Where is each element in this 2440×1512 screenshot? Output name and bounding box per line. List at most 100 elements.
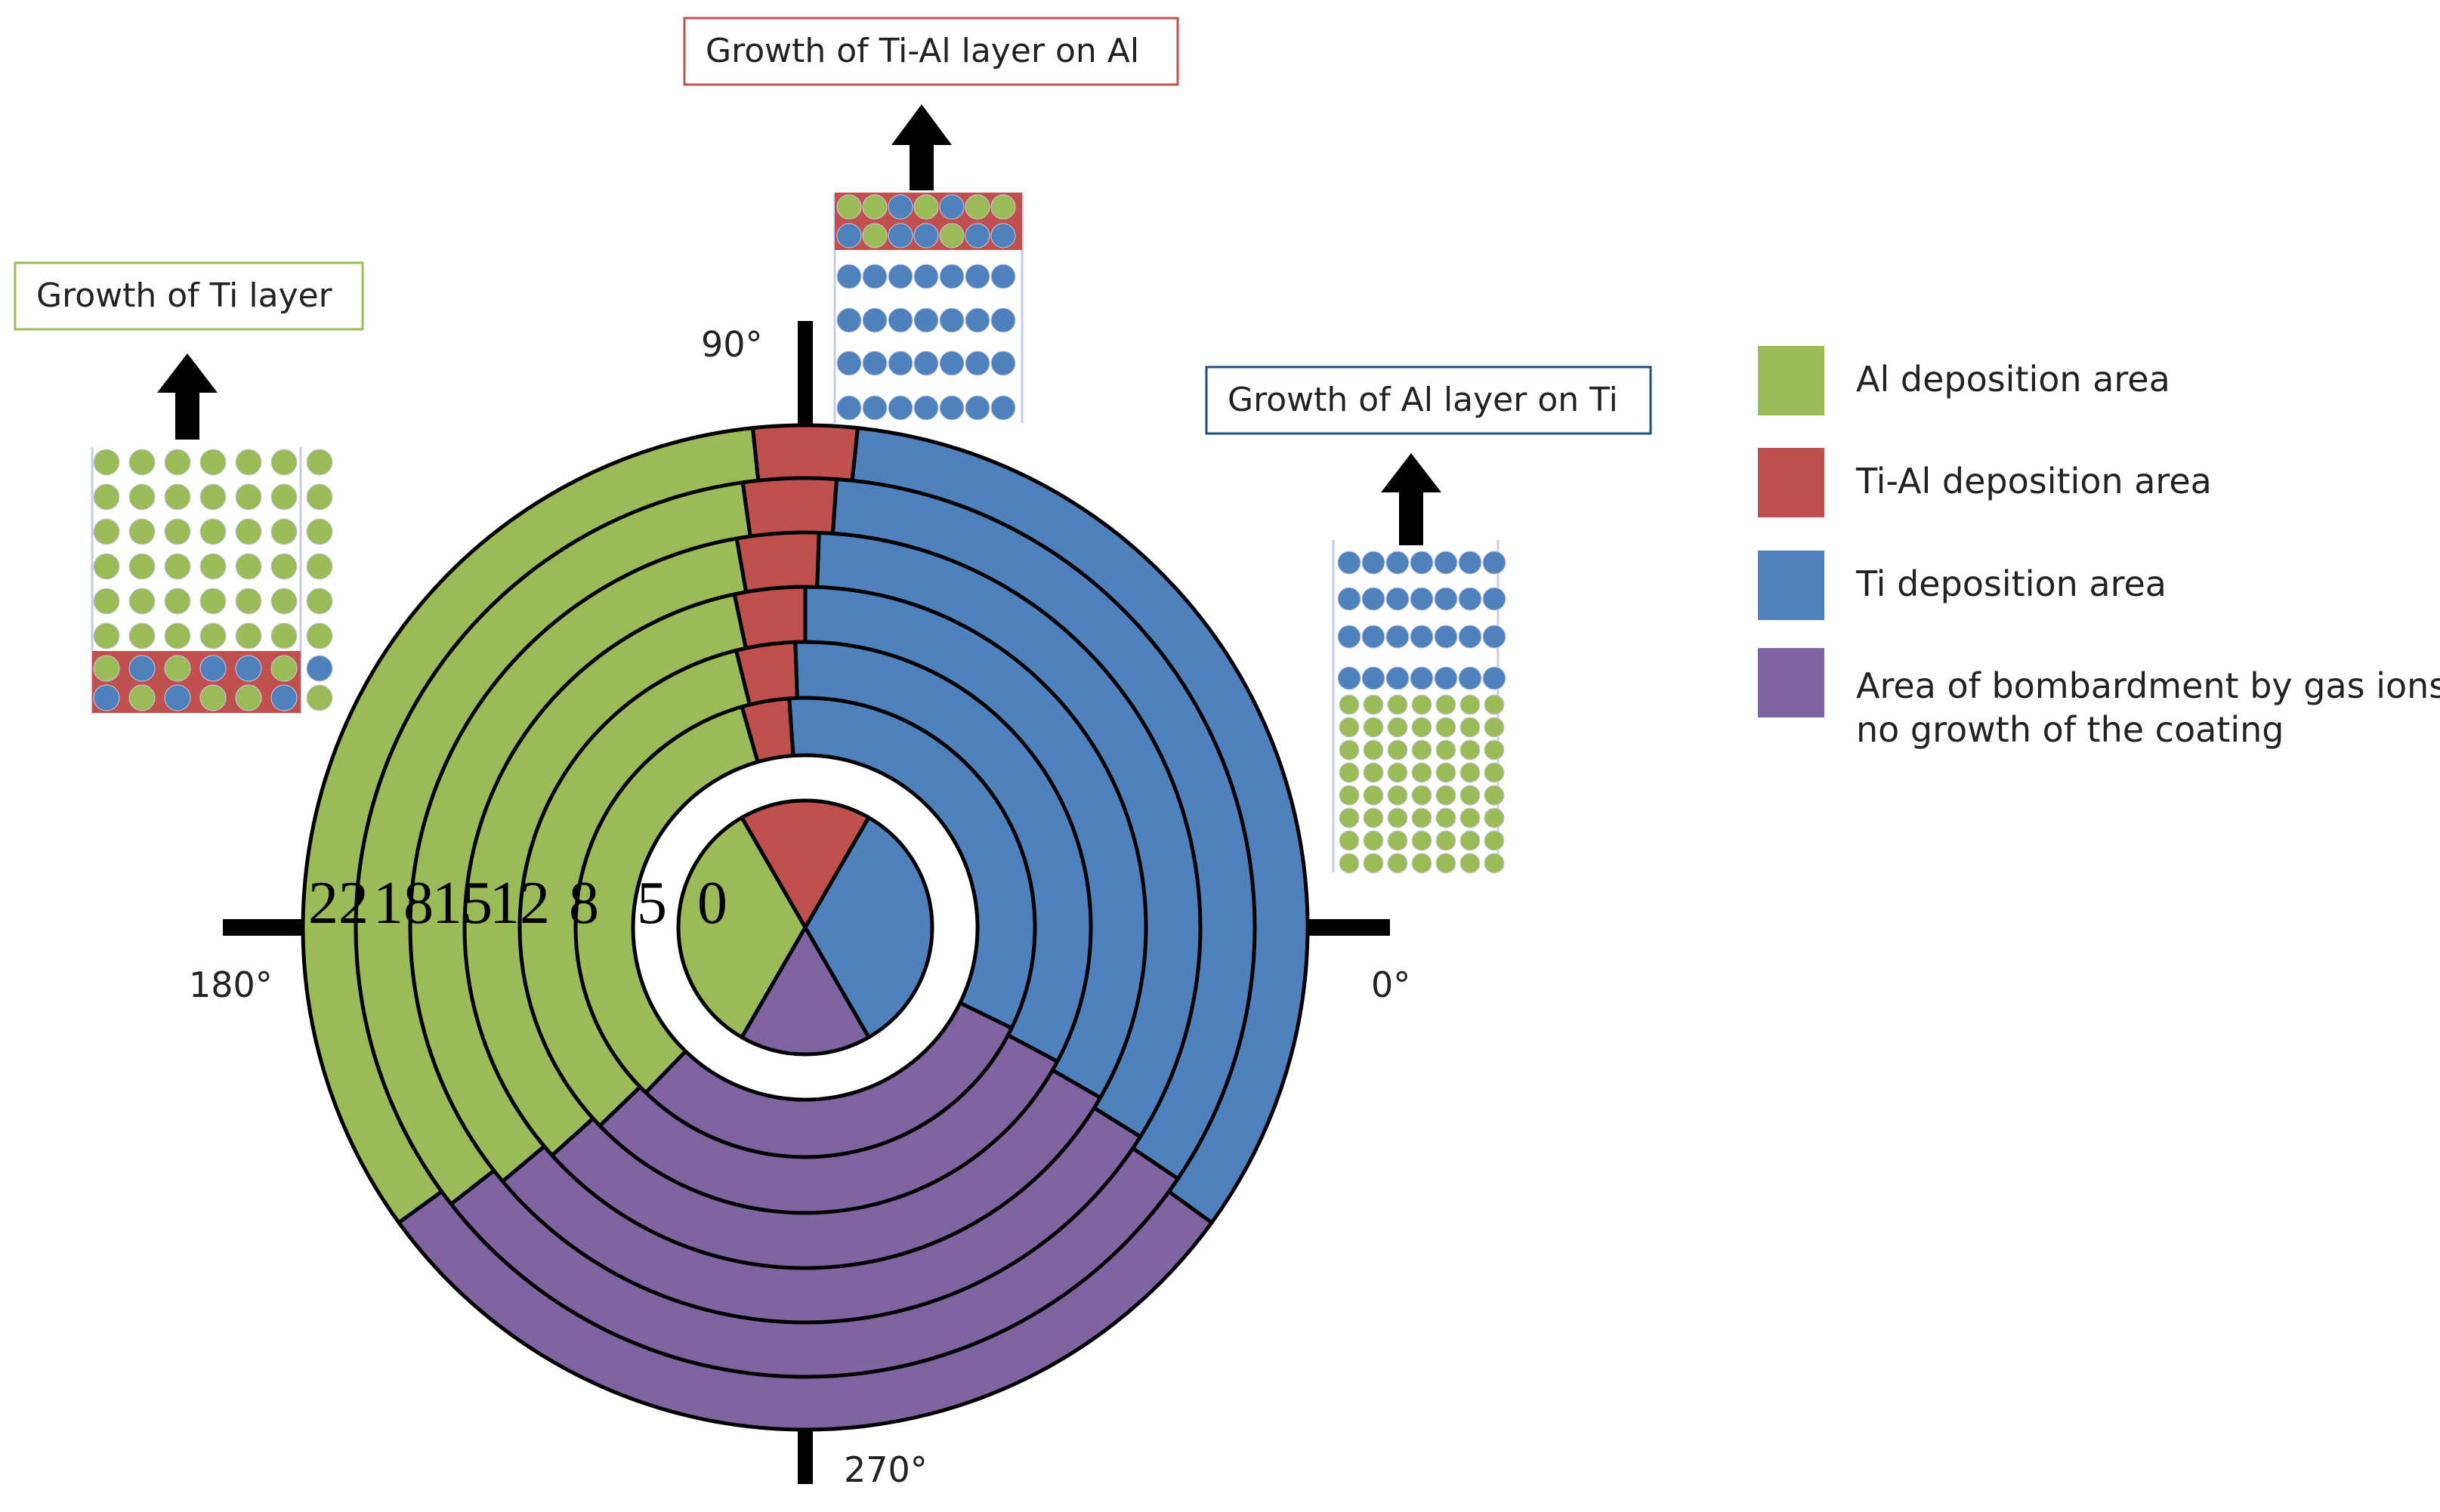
al-atom	[1411, 807, 1432, 829]
al-atom	[1363, 762, 1384, 783]
legend-swatch-al	[1758, 346, 1824, 415]
ti-deposition-sector	[803, 816, 934, 1039]
ti-atom	[836, 395, 862, 421]
ti-atom	[1361, 625, 1385, 649]
al-atom	[1411, 785, 1432, 806]
ti-atom	[1434, 625, 1458, 649]
al-atom	[128, 483, 156, 511]
ti-atom	[965, 223, 990, 248]
ti-atom	[939, 395, 965, 421]
growth-box-tial: Growth of Ti-Al layer on Al	[683, 17, 1179, 86]
tial-deposition-sector	[740, 798, 871, 930]
al-atom	[1484, 853, 1505, 874]
up-arrow-icon	[1381, 453, 1441, 545]
al-atom	[1387, 762, 1408, 783]
al-atom	[1387, 853, 1408, 874]
legend-swatch-tial	[1758, 448, 1824, 517]
al-atom	[93, 588, 120, 615]
ti-atom	[990, 307, 1016, 333]
ti-atom	[128, 655, 156, 682]
ti-atom	[1385, 666, 1410, 690]
legend-label-ti: Ti deposition area	[1855, 563, 2167, 604]
growth-box-ti-label: Growth of Ti layer	[36, 276, 333, 315]
al-atom	[836, 194, 862, 220]
ti-atom	[862, 307, 888, 333]
ti-atom	[1410, 666, 1434, 690]
al-atom	[270, 622, 298, 650]
ti-atom	[1434, 551, 1458, 575]
al-atom	[1435, 807, 1456, 829]
ti-atom	[93, 684, 120, 711]
ring-sectors	[301, 423, 1310, 1432]
tial-mixed-layer	[92, 651, 301, 713]
al-atom	[1459, 694, 1481, 715]
al-atom	[164, 553, 191, 580]
ti-atom	[888, 307, 913, 333]
tial-deposition-sector	[732, 585, 808, 652]
al-atom	[1339, 717, 1360, 738]
al-atom	[1435, 853, 1456, 874]
ti-atom	[965, 264, 990, 289]
tial-deposition-sector	[750, 423, 860, 485]
angle-label-90: 90°	[701, 324, 763, 365]
al-atom	[1459, 717, 1481, 738]
growth-box-al-label: Growth of Al layer on Ti	[1228, 381, 1618, 419]
ring-label: 0	[697, 870, 727, 937]
al-atom	[306, 553, 333, 580]
al-atom	[862, 194, 888, 220]
al-atom	[128, 588, 156, 615]
al-atom	[1411, 853, 1432, 874]
al-atom	[270, 588, 298, 615]
al-atom	[1435, 762, 1456, 783]
ti-atom	[1458, 587, 1482, 611]
ti-atom	[1410, 625, 1434, 649]
al-deposition-sector	[573, 705, 760, 1095]
al-atom	[1484, 739, 1505, 761]
ti-atom	[990, 350, 1016, 376]
growth-box-tial-label: Growth of Ti-Al layer on Al	[706, 32, 1139, 70]
al-atom	[164, 518, 191, 545]
al-atom	[1363, 853, 1384, 874]
al-atom	[128, 518, 156, 545]
growth-box-al: Growth of Al layer on Ti	[1205, 366, 1652, 435]
al-atom	[270, 483, 298, 511]
ti-atom	[965, 350, 990, 376]
ti-atom	[1458, 666, 1482, 690]
ti-atom	[836, 307, 862, 333]
tial-deposition-sector	[734, 530, 821, 595]
al-atom	[1484, 762, 1505, 783]
ti-atom	[199, 655, 227, 682]
al-atom	[164, 588, 191, 615]
legend-item-tial: Ti-Al deposition area	[1758, 448, 2212, 517]
ti-atom	[888, 264, 913, 289]
al-atom	[164, 622, 191, 650]
al-atom	[1363, 739, 1384, 761]
ti-atom	[939, 307, 965, 333]
legend-swatch-gas	[1758, 648, 1824, 717]
ti-atom	[1337, 625, 1361, 649]
al-atom	[235, 553, 262, 580]
ti-atom	[990, 395, 1016, 421]
al-atom	[1339, 694, 1360, 715]
ti-atom	[913, 350, 939, 376]
al-atom	[990, 194, 1016, 220]
al-atom	[862, 223, 888, 248]
ti-atom	[888, 395, 913, 421]
ti-atom	[1482, 551, 1506, 575]
al-atom	[128, 449, 156, 476]
al-atom	[270, 518, 298, 545]
al-atom	[1339, 739, 1360, 761]
ti-atom	[306, 655, 333, 682]
ti-atom	[913, 264, 939, 289]
al-atom	[306, 588, 333, 615]
up-arrow-icon	[157, 353, 218, 440]
ti-atom	[1458, 625, 1482, 649]
al-atom	[235, 518, 262, 545]
gas-bombardment-sector	[740, 925, 871, 1057]
ring-label: 5	[637, 870, 667, 937]
al-atom	[1363, 807, 1384, 829]
al-atom	[1411, 739, 1432, 761]
al-atom	[270, 449, 298, 476]
